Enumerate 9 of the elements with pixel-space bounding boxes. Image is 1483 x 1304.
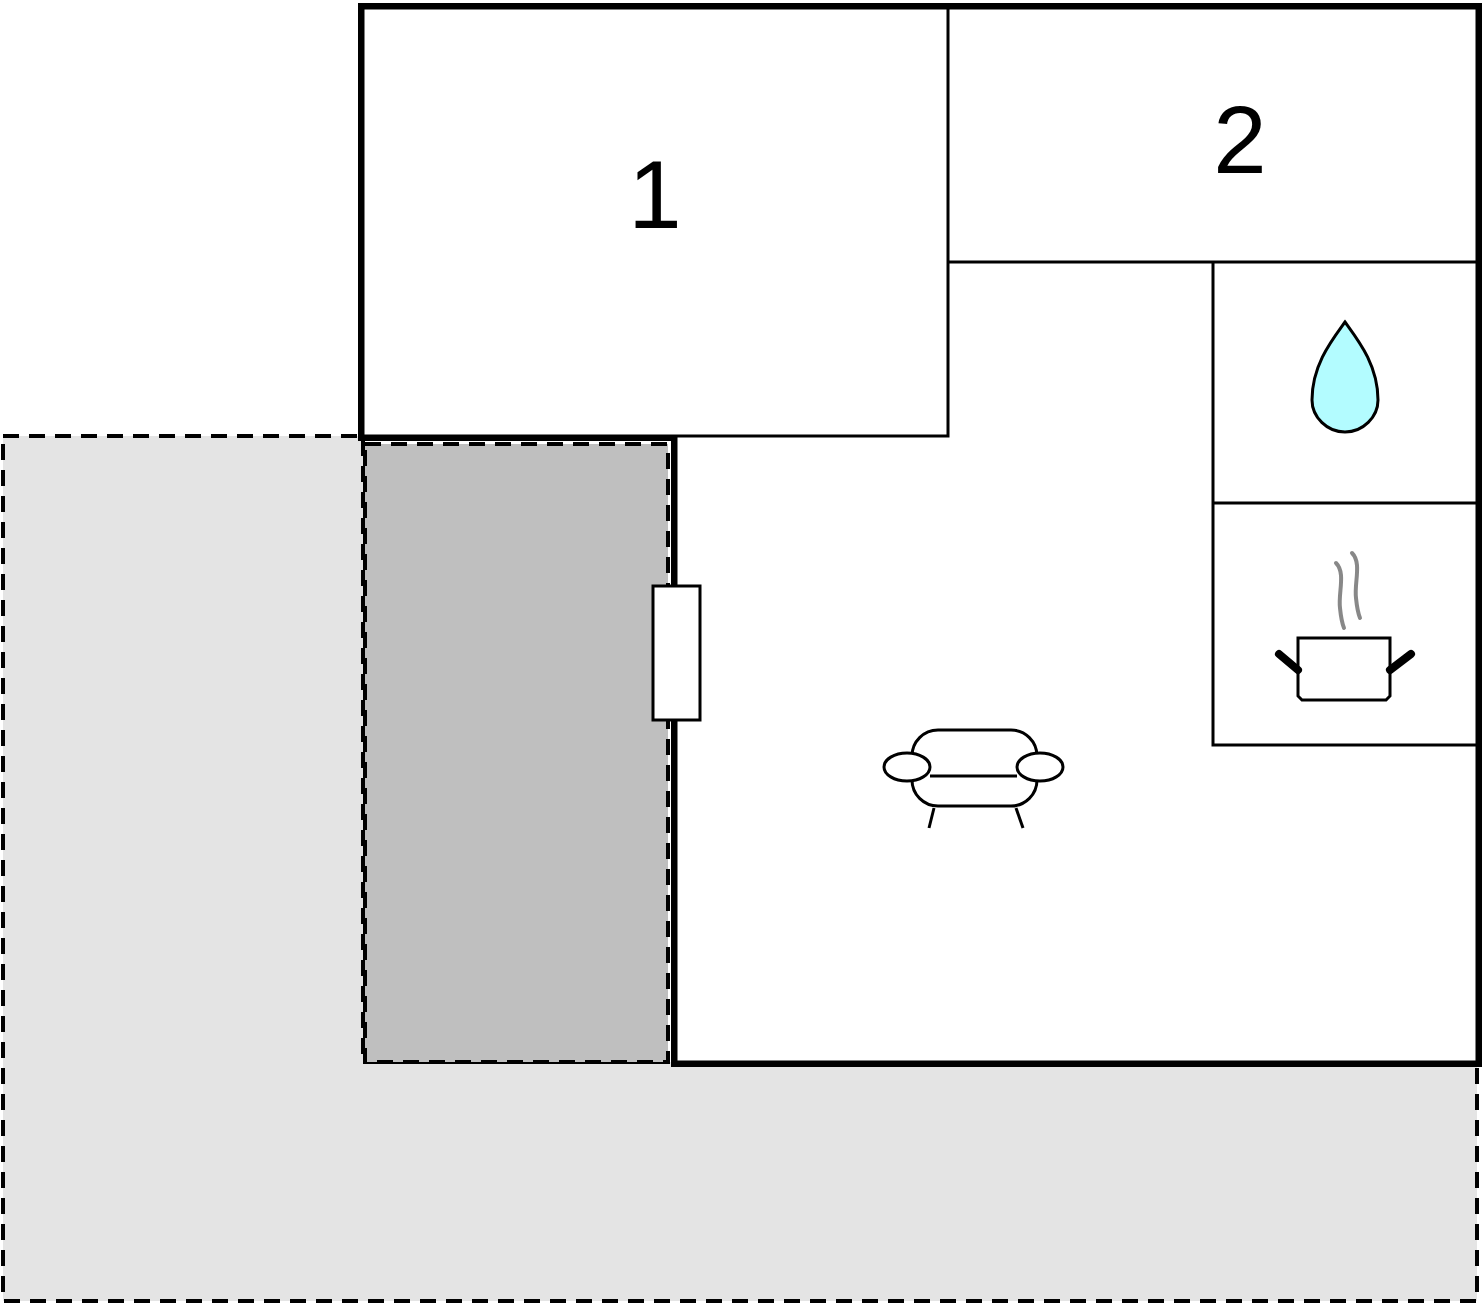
room-number: 2 (1213, 92, 1267, 188)
bedroom-area (948, 8, 1477, 262)
covered-terrace-area (363, 442, 670, 1064)
terrace-area (1, 434, 1479, 1303)
door-symbol (651, 584, 702, 722)
room-number: 1 (628, 147, 682, 243)
bathroom-area (1213, 262, 1477, 503)
living-room-area (676, 262, 1477, 1062)
bedroom-area (363, 8, 948, 436)
